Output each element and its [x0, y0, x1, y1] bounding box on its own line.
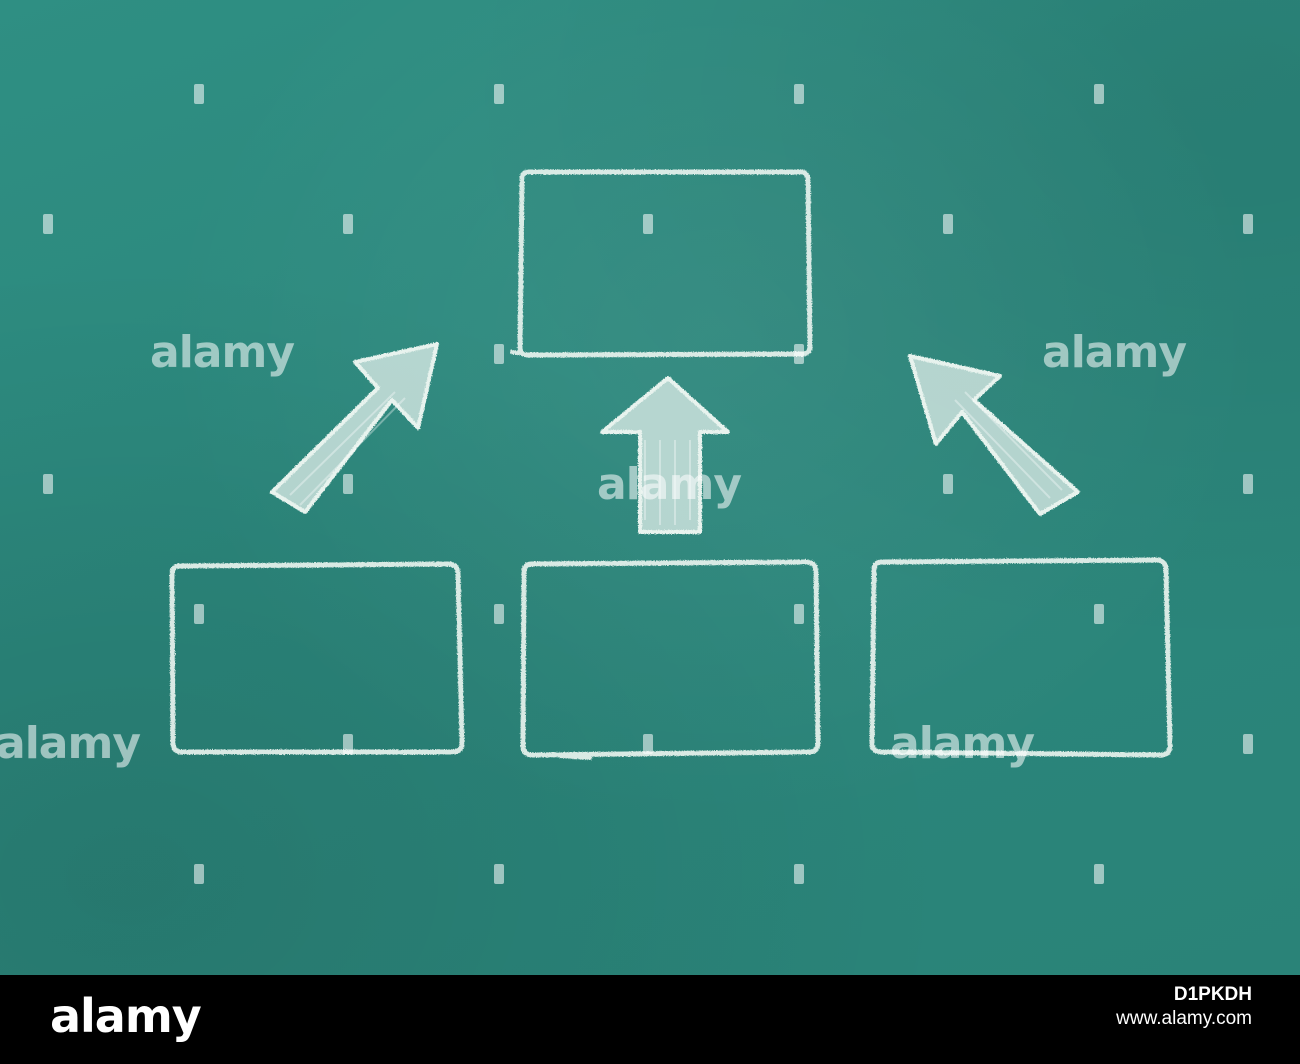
watermark-dot: [343, 474, 353, 494]
watermark-dot: [794, 864, 804, 884]
watermark-dot: [1094, 864, 1104, 884]
watermark-dot: [194, 864, 204, 884]
watermark-dot: [794, 84, 804, 104]
site-url-link[interactable]: www.alamy.com: [1116, 1007, 1252, 1029]
watermark-text: alamy: [1042, 327, 1187, 378]
bottom-left-box: [169, 561, 465, 755]
arrow-up-left: [908, 354, 1080, 516]
watermark-text: alamy: [890, 718, 1035, 769]
watermark-dot: [343, 214, 353, 234]
watermark-text: alamy: [597, 459, 742, 510]
chalk-flowchart-drawing: [169, 169, 1173, 760]
watermark-dot: [643, 214, 653, 234]
watermark-dot: [1243, 734, 1253, 754]
bottom-center-box: [520, 559, 821, 758]
watermark-dot: [494, 604, 504, 624]
watermark-dot: [943, 474, 953, 494]
watermark-dot: [194, 84, 204, 104]
watermark-dot: [643, 734, 653, 754]
watermark-dot: [1094, 84, 1104, 104]
alamy-logo[interactable]: alamy: [50, 989, 202, 1043]
watermark-dot: [1243, 214, 1253, 234]
chalkboard-photo: alamy alamy alamy alamy alamy: [0, 0, 1300, 975]
stock-footer-bar: alamy D1PKDH www.alamy.com: [0, 975, 1300, 1064]
watermark-dot: [494, 84, 504, 104]
watermark-dot: [494, 864, 504, 884]
watermark-dot: [343, 734, 353, 754]
watermark-dot: [194, 604, 204, 624]
watermark-text: alamy: [150, 327, 295, 378]
watermark-text: alamy: [0, 718, 141, 769]
arrow-up-right: [270, 342, 439, 514]
watermark-dot: [1094, 604, 1104, 624]
watermark-dot: [494, 344, 504, 364]
top-box: [517, 169, 813, 358]
image-id-block: D1PKDH www.alamy.com: [1116, 983, 1252, 1031]
arrow-up: [600, 376, 730, 534]
image-id: D1PKDH: [1173, 984, 1252, 1005]
bottom-right-box: [869, 557, 1173, 758]
watermark-dot: [43, 214, 53, 234]
watermark-dot: [943, 214, 953, 234]
watermark-dot: [794, 344, 804, 364]
watermark-dot: [43, 474, 53, 494]
watermark-dot: [794, 604, 804, 624]
watermark-dot: [1243, 474, 1253, 494]
